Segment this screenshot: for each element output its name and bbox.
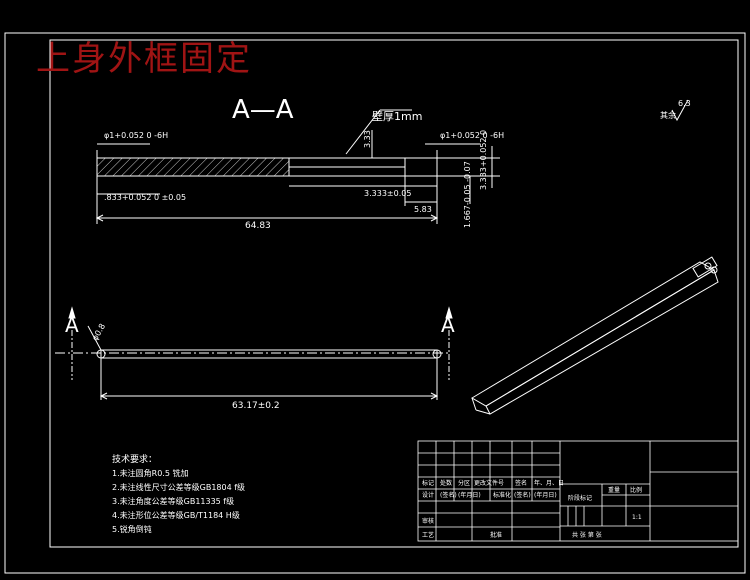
dim-side-length: 63.17±0.2 <box>232 401 280 411</box>
tb-design-date: (年月日) <box>458 491 481 499</box>
tb-stage: 阶段标记 <box>568 494 592 502</box>
roughness-value: 6.3 <box>678 99 691 108</box>
technical-notes: 技术要求： 1.未注圆角R0.5 铣加 2.未注线性尺寸公差等级GB1804 f… <box>112 453 245 534</box>
section-label: A—A <box>232 95 294 125</box>
tb-standard-sign: (签名) <box>514 491 531 499</box>
note-4: 4.未注形位公差等级GB/T1184 H级 <box>112 510 240 520</box>
marker-a-left: A <box>65 313 79 337</box>
note-3: 3.未注角度公差等级GB11335 f级 <box>112 496 234 506</box>
marker-a-right: A <box>441 313 455 337</box>
tb-weight: 重量 <box>608 486 620 494</box>
tb-process: 工艺 <box>422 531 434 539</box>
tb-change-file: 更改文件号 <box>474 479 504 487</box>
dim-right-bore-top: φ1+0.052 0 -6H <box>440 131 504 140</box>
tb-sign: 签名 <box>515 479 527 487</box>
dim-right-side-vertical: 1.667-0.05 -0.07 <box>463 161 472 228</box>
section-view: A—A <box>95 95 500 224</box>
tb-approve: 批准 <box>490 531 502 539</box>
tb-standard: 标准化 <box>493 491 511 499</box>
wall-note: 壁厚1mm <box>372 109 422 123</box>
dim-right-vertical: 3.333+0.052 0 <box>479 130 488 190</box>
note-1: 1.未注圆角R0.5 铣加 <box>112 468 188 478</box>
tb-sheet-info: 共 张 第 张 <box>572 531 602 539</box>
note-2: 2.未注线性尺寸公差等级GB1804 f级 <box>112 482 245 492</box>
dim-side-left: φ0.8 <box>90 322 107 342</box>
dim-total-length: 64.83 <box>245 221 271 231</box>
roughness-label: 其余 <box>660 110 676 120</box>
tb-design-sign: (签名) <box>440 491 457 499</box>
dim-inner-length: 3.333±0.05 <box>364 189 411 198</box>
roughness-symbol <box>671 99 689 122</box>
dim-left-bore-bottom: .833+0.052 0 ±0.05 <box>104 193 186 202</box>
dim-left-bore-top: φ1+0.052 0 -6H <box>104 131 168 140</box>
isometric-view <box>471 256 719 415</box>
outer-frame <box>4 32 746 574</box>
tb-date: 年、月、日 <box>534 479 564 487</box>
tb-ratio: 比例 <box>630 486 642 494</box>
tb-zone: 分区 <box>458 479 470 487</box>
tb-count: 处数 <box>440 479 452 487</box>
drawing-title: 上身外框固定 <box>36 39 252 79</box>
dim-small-length: 5.83 <box>414 205 432 214</box>
inner-frame <box>49 39 739 548</box>
tb-mark: 标记 <box>422 479 434 487</box>
notes-heading: 技术要求： <box>112 453 157 465</box>
tb-standard-date: (年月日) <box>534 491 557 499</box>
title-block <box>417 440 739 542</box>
side-view <box>55 306 453 400</box>
note-5: 5.锐角倒钝 <box>112 524 152 534</box>
tb-scale: 1:1 <box>632 514 642 521</box>
tb-review: 审核 <box>422 517 434 525</box>
tb-design: 设计 <box>422 491 434 499</box>
dim-wall: 3.33 <box>363 130 372 148</box>
